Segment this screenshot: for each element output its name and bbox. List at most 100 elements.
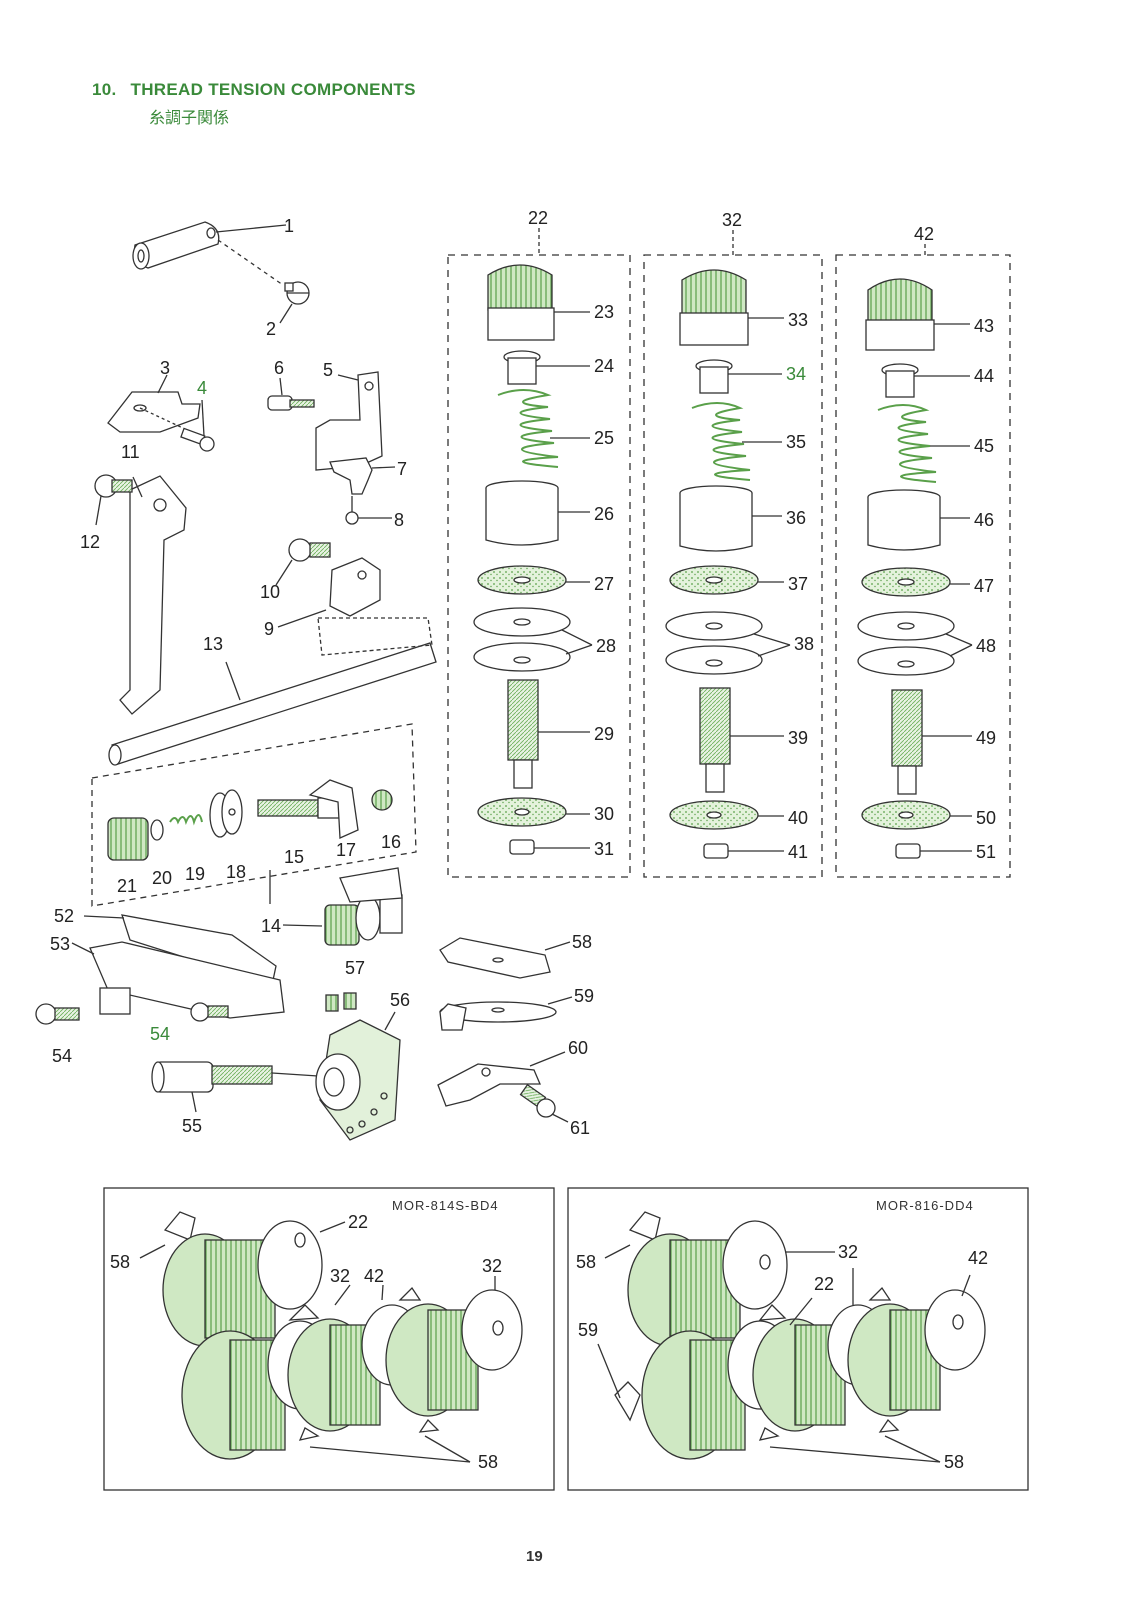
part-21-knob: [107, 817, 149, 861]
part-7-plate: [329, 457, 396, 495]
callout-27: 27: [594, 574, 614, 594]
part-50-felt: [861, 800, 972, 830]
part-8-screw: [345, 496, 392, 525]
part-30-felt: [477, 797, 590, 827]
part-17-bracket: [308, 779, 359, 839]
part-54-screw-right: [190, 1002, 229, 1022]
callout-4: 4: [197, 378, 207, 398]
part-52-plate: [83, 914, 277, 986]
callout-50: 50: [976, 808, 996, 828]
part-5-bracket: [315, 371, 383, 471]
part-48-discs: [857, 611, 973, 676]
part-26-cup: [485, 480, 590, 546]
part-54-screw-left: [35, 1003, 80, 1025]
part-41-nut: [703, 843, 784, 859]
part-11-plate: [119, 475, 187, 715]
part-1-pin: [132, 221, 287, 286]
box1-label-22: 22: [348, 1212, 368, 1232]
box2-label-42: 42: [968, 1248, 988, 1268]
part-12-screw: [94, 474, 133, 526]
part-34-sleeve: [695, 359, 782, 394]
callout-54-right: 54: [150, 1024, 170, 1044]
callout-1: 1: [284, 216, 294, 236]
part-56-bracket: [315, 1011, 401, 1141]
callout-46: 46: [974, 510, 994, 530]
part-14-assembly: [282, 867, 403, 946]
part-33-knob: [679, 269, 784, 346]
callout-61: 61: [570, 1118, 590, 1138]
callout-16: 16: [381, 832, 401, 852]
part-39-stud: [699, 687, 784, 793]
part-49-stud: [891, 689, 972, 795]
callout-26: 26: [594, 504, 614, 524]
bottom-right-frame: [567, 1187, 1029, 1491]
part-37-felt: [669, 565, 784, 595]
part-60-bracket: [437, 1051, 566, 1107]
part-4-screw: [180, 399, 215, 452]
callout-labels: 1 2 3 4 5 6 7 8 9 10 11 12 13 14 15 16 1…: [50, 208, 996, 1138]
leader-814-58: [298, 1418, 471, 1463]
bottom-left-frame: [103, 1187, 555, 1491]
box2-label-58a: 58: [576, 1252, 596, 1272]
column-32-box: [643, 230, 823, 878]
callout-55: 55: [182, 1116, 202, 1136]
callout-6: 6: [274, 358, 284, 378]
callout-3: 3: [160, 358, 170, 378]
callout-25: 25: [594, 428, 614, 448]
part-36-cup: [679, 485, 782, 552]
part-2-screw: [279, 281, 310, 324]
part-35-spring: [691, 402, 751, 481]
part-58-plate: [439, 937, 571, 979]
section-title-text: THREAD TENSION COMPONENTS: [130, 80, 416, 99]
callout-30: 30: [594, 804, 614, 824]
callout-33: 33: [788, 310, 808, 330]
part-19-spring: [169, 814, 203, 826]
part-45-spring: [877, 404, 937, 483]
callout-45: 45: [974, 436, 994, 456]
callout-20: 20: [152, 868, 172, 888]
part-24-sleeve: [503, 350, 590, 385]
callout-47: 47: [974, 576, 994, 596]
callout-8: 8: [394, 510, 404, 530]
part-3-bracket: [107, 374, 201, 437]
part-13-rod: [108, 642, 437, 766]
column-22-box: [447, 228, 631, 878]
callout-43: 43: [974, 316, 994, 336]
callout-52: 52: [54, 906, 74, 926]
callout-41: 41: [788, 842, 808, 862]
part-31-nut: [509, 839, 590, 855]
callout-53: 53: [50, 934, 70, 954]
part-23-knob: [487, 264, 590, 341]
callout-59: 59: [574, 986, 594, 1006]
assembly-814-bottom-c: [385, 1276, 523, 1417]
callout-7: 7: [397, 459, 407, 479]
callout-31: 31: [594, 839, 614, 859]
part-6-screw: [267, 377, 315, 411]
section-number: 10.: [92, 80, 117, 99]
callout-19: 19: [185, 864, 205, 884]
section-title: 10. THREAD TENSION COMPONENTS: [92, 80, 416, 100]
callout-57: 57: [345, 958, 365, 978]
part-53-plate: [71, 941, 285, 1019]
part-55-stud: [151, 1061, 319, 1113]
callout-15: 15: [284, 847, 304, 867]
callout-13: 13: [203, 634, 223, 654]
leader-816-58: [758, 1418, 941, 1463]
part-10-screw: [275, 538, 331, 586]
box2-label-58b: 58: [944, 1452, 964, 1472]
part-18-discs: [209, 789, 243, 838]
part-27-felt: [477, 565, 590, 595]
box2-label-59: 59: [578, 1320, 598, 1340]
part-57-screws: [325, 992, 357, 1012]
page-number: 19: [526, 1548, 543, 1565]
callout-14: 14: [261, 916, 281, 936]
model-label-left: MOR-814S-BD4: [392, 1198, 499, 1213]
callout-49: 49: [976, 728, 996, 748]
callout-44: 44: [974, 366, 994, 386]
callout-9: 9: [264, 619, 274, 639]
assembly-816-bottom-c: [847, 1274, 986, 1417]
callout-18: 18: [226, 862, 246, 882]
callout-2: 2: [266, 319, 276, 339]
callout-60: 60: [568, 1038, 588, 1058]
